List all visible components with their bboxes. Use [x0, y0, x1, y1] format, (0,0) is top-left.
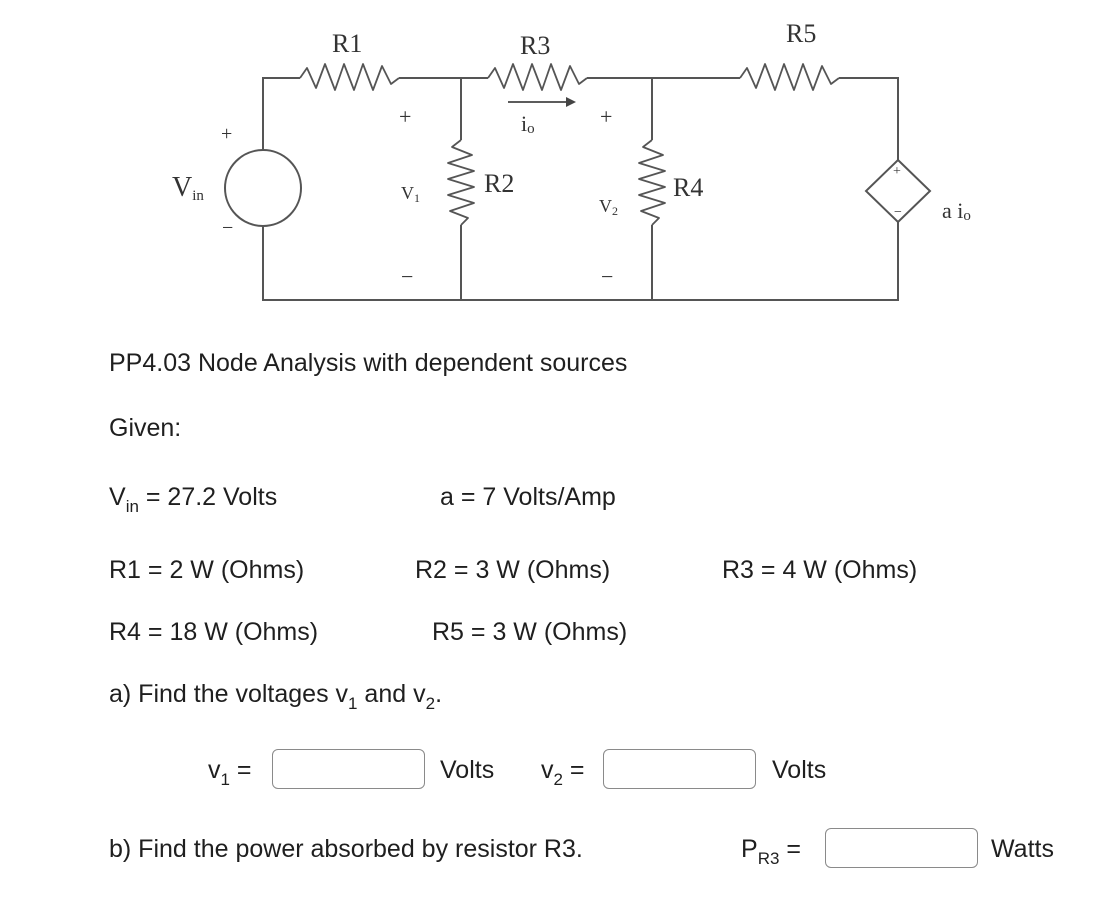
- vin-plus-sign: +: [221, 123, 232, 145]
- given-r2: R2 = 3 W (Ohms): [415, 556, 611, 584]
- v1-answer-input[interactable]: [272, 749, 425, 789]
- resistor-r4: [638, 139, 666, 226]
- v2-answer-input[interactable]: [603, 749, 756, 789]
- given-r5: R5 = 3 W (Ohms): [432, 618, 628, 646]
- power-answer-input[interactable]: [825, 828, 978, 868]
- given-r1: R1 = 2 W (Ohms): [109, 556, 305, 584]
- resistor-r5: [739, 63, 840, 91]
- dep-plus-sign: +: [893, 164, 901, 179]
- label-v1: V1: [401, 183, 420, 205]
- question-a: a) Find the voltages v1 and v2.: [109, 680, 443, 713]
- power-answer-label: PR3 =: [741, 835, 801, 868]
- label-r4: R4: [673, 173, 703, 202]
- v2-plus-sign: +: [600, 104, 612, 129]
- resistor-r1: [299, 63, 400, 91]
- circuit-diagram: R1 R3 R5 R2 R4 Vin V1 V2 io a io + − + −…: [172, 19, 971, 301]
- label-r1: R1: [332, 29, 362, 58]
- voltage-source-vin: [224, 149, 302, 227]
- v1-minus-sign: −: [401, 264, 413, 289]
- resistor-r2: [447, 139, 475, 226]
- label-r5: R5: [786, 19, 816, 48]
- v1-answer-label: v1 =: [208, 756, 252, 789]
- label-io: io: [521, 111, 535, 137]
- label-a-io: a io: [942, 198, 971, 224]
- given-r3: R3 = 4 W (Ohms): [722, 556, 918, 584]
- label-r2: R2: [484, 169, 514, 198]
- given-heading: Given:: [109, 414, 182, 442]
- power-unit-label: Watts: [991, 835, 1054, 863]
- io-arrow-head: [566, 97, 576, 107]
- label-vin: Vin: [172, 172, 204, 204]
- problem-title: PP4.03 Node Analysis with dependent sour…: [109, 349, 628, 377]
- v2-answer-label: v2 =: [541, 756, 585, 789]
- dependent-source-diamond: [864, 158, 932, 224]
- resistor-r3: [487, 63, 588, 91]
- circuit-wires: [262, 77, 899, 301]
- v2-minus-sign: −: [601, 264, 613, 289]
- label-r3: R3: [520, 31, 550, 60]
- label-v2: V2: [599, 196, 618, 218]
- given-a: a = 7 Volts/Amp: [440, 483, 616, 511]
- v2-unit-label: Volts: [772, 756, 827, 784]
- given-r4: R4 = 18 W (Ohms): [109, 618, 319, 646]
- v1-unit-label: Volts: [440, 756, 495, 784]
- v1-plus-sign: +: [399, 104, 411, 129]
- given-vin: Vin = 27.2 Volts: [109, 483, 278, 516]
- vin-minus-sign: −: [222, 217, 233, 239]
- question-b: b) Find the power absorbed by resistor R…: [109, 835, 583, 863]
- dep-minus-sign: −: [894, 205, 902, 220]
